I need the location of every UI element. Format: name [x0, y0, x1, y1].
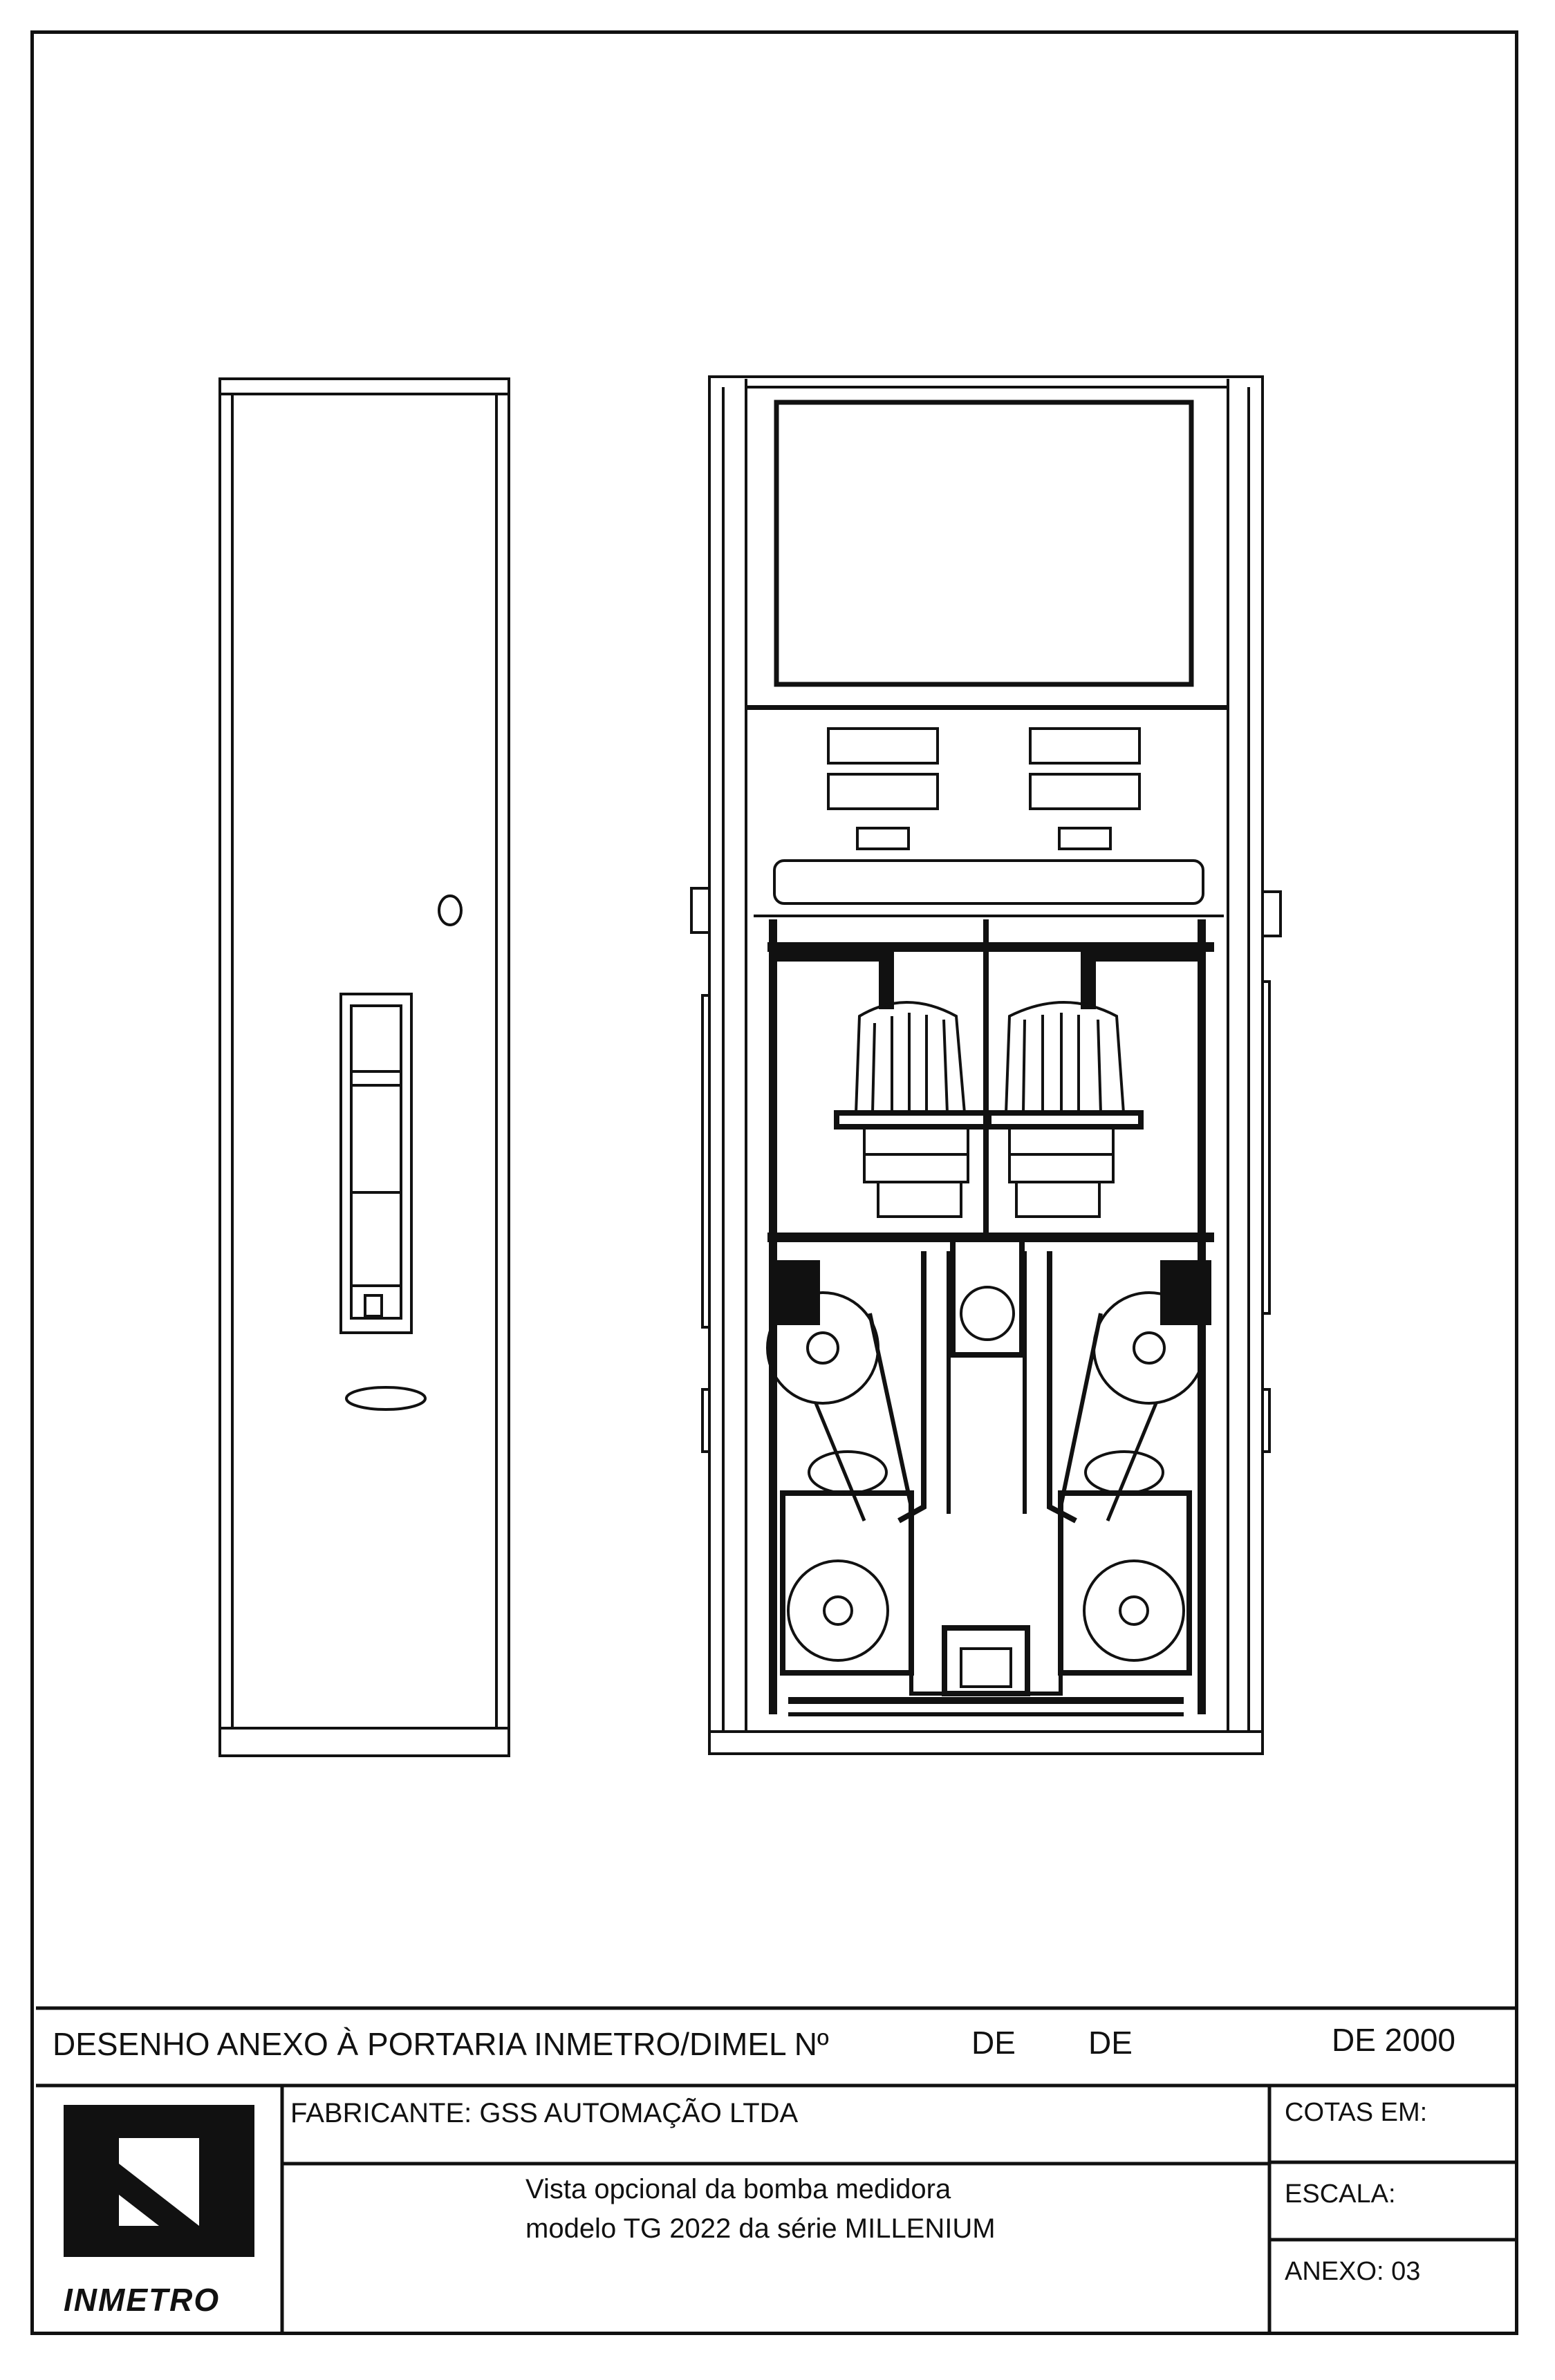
description-line-2: modelo TG 2022 da série MILLENIUM [525, 2213, 996, 2244]
portaria-de-2: DE [1088, 2025, 1133, 2061]
portaria-de-1: DE [971, 2025, 1016, 2061]
portaria-header: DESENHO ANEXO À PORTARIA INMETRO/DIMEL N… [53, 2026, 829, 2062]
title-block-lines [36, 2006, 1518, 2332]
description-line-1: Vista opcional da bomba medidora [525, 2174, 951, 2204]
anexo-label: ANEXO: 03 [1285, 2257, 1421, 2286]
pump-front-view [690, 375, 1282, 1755]
pump-side-view [218, 377, 510, 1757]
fabricante-label: FABRICANTE: GSS AUTOMAÇÃO LTDA [290, 2098, 799, 2128]
inmetro-logo-text: INMETRO [64, 2282, 221, 2318]
portaria-year: DE 2000 [1332, 2022, 1456, 2058]
cotas-label: COTAS EM: [1285, 2098, 1428, 2127]
inmetro-logo [64, 2105, 254, 2257]
escala-label: ESCALA: [1285, 2180, 1396, 2209]
drawing-sheet-border [30, 30, 1518, 2335]
